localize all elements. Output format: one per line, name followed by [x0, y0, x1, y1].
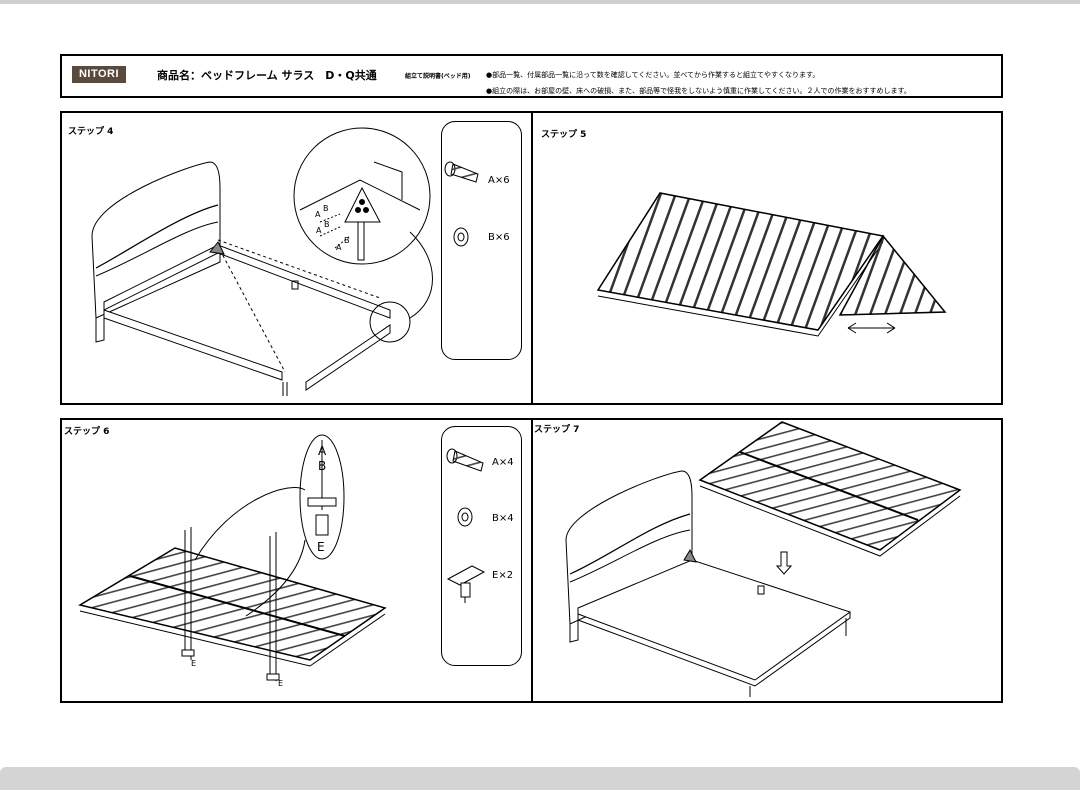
- callout-label: B: [318, 459, 327, 473]
- step-7-label: ステップ 7: [534, 422, 584, 435]
- part-a-quantity: A×4: [492, 457, 514, 468]
- top-strip: [0, 0, 1080, 4]
- part-a-quantity: A×6: [488, 175, 510, 186]
- part-b-quantity: B×6: [488, 232, 510, 243]
- product-name: 商品名：ベッドフレーム サラス D・Q共通: [157, 69, 377, 82]
- callout-label: A: [318, 444, 327, 458]
- leg-label: E: [191, 659, 197, 668]
- callout-label: A: [316, 226, 322, 235]
- callout-label: B: [324, 220, 330, 229]
- callout-label: A: [315, 210, 321, 219]
- brand-logo: NITORI: [72, 66, 126, 83]
- step-5-panel: [531, 111, 1003, 405]
- leg-label: E: [278, 679, 284, 688]
- step-4-label: ステップ 4: [68, 124, 118, 137]
- manual-header: [60, 54, 1003, 98]
- step-6-label: ステップ 6: [64, 424, 114, 437]
- part-e-quantity: E×2: [492, 570, 514, 581]
- part-b-quantity: B×4: [492, 513, 514, 524]
- callout-label: A: [336, 243, 342, 252]
- manual-type-label: 組立て説明書(ベッド用): [405, 73, 471, 80]
- callout-label: B: [344, 236, 350, 245]
- callout-label: E: [317, 540, 325, 554]
- callout-label: B: [323, 204, 329, 213]
- step-7-panel: [531, 418, 1003, 703]
- instruction-note-1: ●部品一覧、付属部品一覧に沿って数を確認してください。並べてから作業すると組立て…: [486, 71, 820, 79]
- step-5-label: ステップ 5: [541, 127, 591, 140]
- instruction-note-2: ●組立の際は、お部屋の壁、床への破損、また、部品等で怪我をしないよう慎重に作業し…: [486, 87, 911, 95]
- bottom-strip: [0, 767, 1080, 790]
- step-4-parts-box: [441, 121, 522, 360]
